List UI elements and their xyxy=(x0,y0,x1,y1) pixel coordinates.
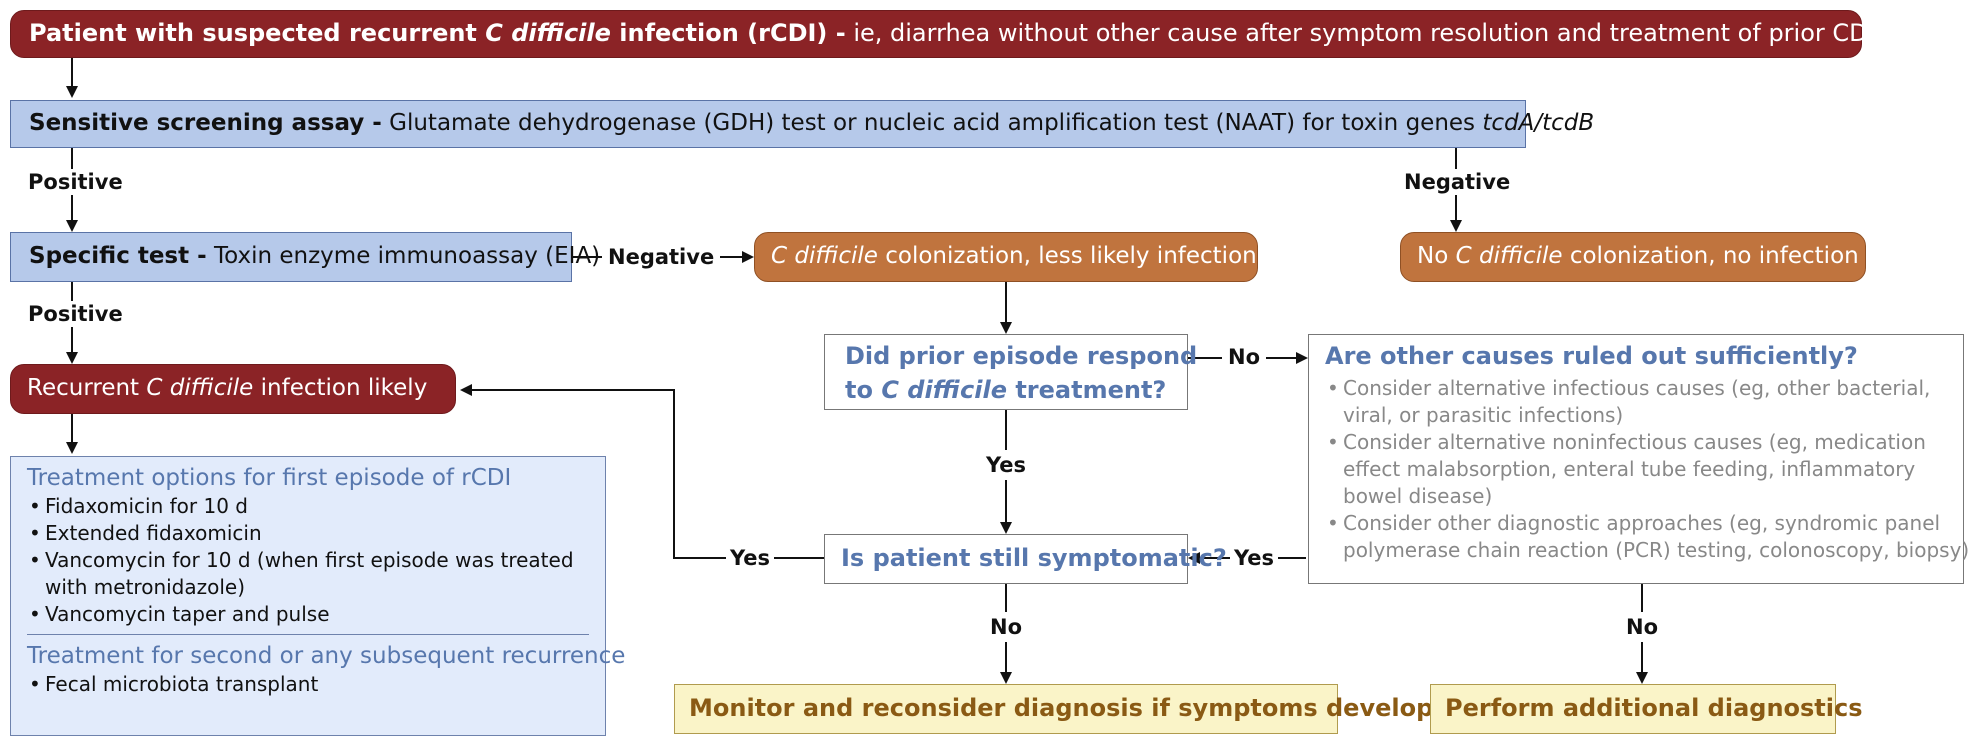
treatment-item: Vancomycin for 10 d (when first episode … xyxy=(45,548,574,572)
still-symptomatic-question-box: Is patient still symptomatic? xyxy=(824,534,1227,584)
label-yes-prior: Yes xyxy=(986,450,1027,480)
list-item: •Fecal microbiota transplant xyxy=(29,672,319,696)
monitor-box: Monitor and reconsider diagnosis if symp… xyxy=(674,684,1433,734)
prior-q-line2-suffix: treatment? xyxy=(1006,376,1167,404)
no-colonization-box: No C difficile colonization, no infectio… xyxy=(1400,232,1866,282)
label-yes-symptomatic: Yes xyxy=(726,545,775,571)
top-bold-italic: C difficile xyxy=(485,19,611,47)
treatment-title-second: Treatment for second or any subsequent r… xyxy=(27,643,626,669)
symptomatic-q-text: Is patient still symptomatic? xyxy=(841,544,1227,572)
treatment-options-box: Treatment options for first episode of r… xyxy=(10,456,626,736)
specific-text: Toxin enzyme immunoassay (EIA) xyxy=(206,243,601,269)
label-positive-screening: Positive xyxy=(28,169,123,195)
bullet-line: Consider alternative noninfectious cause… xyxy=(1343,430,1926,454)
treatment-list-first: •Fidaxomicin for 10 d •Extended fidaxomi… xyxy=(27,493,589,628)
label-negative-specific: Negative xyxy=(602,244,721,270)
treatment-title-first: Treatment options for first episode of r… xyxy=(27,465,512,491)
other-causes-box: Are other causes ruled out sufficiently?… xyxy=(1308,334,1968,584)
recurrent-prefix: Recurrent xyxy=(27,375,147,401)
colonization-box: C difficile colonization, less likely in… xyxy=(754,232,1258,282)
list-item: •Fidaxomicin for 10 d xyxy=(29,494,248,518)
prior-episode-question-box: Did prior episode respond to C difficile… xyxy=(824,334,1198,410)
colonization-italic: C difficile xyxy=(771,243,878,269)
recurrent-italic: C difficile xyxy=(146,375,254,401)
no-colonization-text: colonization, no infection xyxy=(1562,243,1859,269)
bullet-line: bowel disease) xyxy=(1343,484,1493,508)
top-bold-prefix: Patient with suspected recurrent xyxy=(29,19,486,47)
screening-assay-box: Sensitive screening assay - Glutamate de… xyxy=(10,100,1594,148)
list-item: •Vancomycin for 10 d (when first episode… xyxy=(29,548,574,599)
label-no-prior: No xyxy=(1222,344,1267,370)
label-yes-other-causes: Yes xyxy=(1230,545,1279,571)
other-causes-list: •Consider alternative infectious causes … xyxy=(1325,375,1968,564)
screening-italic: tcdA/tcdB xyxy=(1482,110,1595,136)
no-colonization-prefix: No xyxy=(1417,243,1456,269)
label-no-other-causes: No xyxy=(1626,612,1659,642)
prior-q-italic: C difficile xyxy=(881,376,1007,404)
label-negative-screening: Negative xyxy=(1404,169,1511,195)
treatment-item: Vancomycin taper and pulse xyxy=(45,602,330,626)
top-bold-suffix: infection (rCDI) - xyxy=(610,19,846,47)
perform-text: Perform additional diagnostics xyxy=(1445,694,1863,722)
treatment-item: Fecal microbiota transplant xyxy=(45,672,319,696)
list-item: •Consider other diagnostic approaches (e… xyxy=(1327,511,1968,562)
treatment-item: Extended fidaxomicin xyxy=(45,521,262,545)
screening-bold: Sensitive screening assay - xyxy=(29,110,382,136)
list-item: •Consider alternative infectious causes … xyxy=(1327,376,1931,427)
recurrent-likely-box: Recurrent C difficile infection likely xyxy=(10,364,456,414)
prior-q-line2: to C difficile treatment? xyxy=(845,373,1167,407)
suspected-rcdi-box: Patient with suspected recurrent C diffi… xyxy=(10,10,1968,58)
treatment-list-second: •Fecal microbiota transplant xyxy=(27,671,589,698)
bullet-line: Consider alternative infectious causes (… xyxy=(1343,376,1931,400)
perform-diagnostics-box: Perform additional diagnostics xyxy=(1430,684,1863,734)
label-positive-specific: Positive xyxy=(28,301,123,327)
prior-q-line2-prefix: to xyxy=(845,376,882,404)
label-no-symptomatic: No xyxy=(990,612,1023,642)
monitor-text: Monitor and reconsider diagnosis if symp… xyxy=(689,694,1434,722)
treatment-divider xyxy=(27,634,589,635)
list-item: •Consider alternative noninfectious caus… xyxy=(1327,430,1926,508)
top-rest: ie, diarrhea without other cause after s… xyxy=(845,19,1968,47)
bullet-line: Consider other diagnostic approaches (eg… xyxy=(1343,511,1941,535)
specific-test-box: Specific test - Toxin enzyme immunoassay… xyxy=(10,232,600,282)
colonization-text: colonization, less likely infection xyxy=(877,243,1257,269)
list-item: •Vancomycin taper and pulse xyxy=(29,602,330,626)
bullet-line: viral, or parasitic infections) xyxy=(1343,403,1624,427)
treatment-item: with metronidazole) xyxy=(45,575,246,599)
bullet-line: effect malabsorption, enteral tube feedi… xyxy=(1343,457,1916,481)
specific-bold: Specific test - xyxy=(29,243,207,269)
treatment-item: Fidaxomicin for 10 d xyxy=(45,494,248,518)
no-colonization-italic: C difficile xyxy=(1455,243,1563,269)
other-causes-title: Are other causes ruled out sufficiently? xyxy=(1325,342,1858,370)
list-item: •Extended fidaxomicin xyxy=(29,521,262,545)
prior-q-line1: Did prior episode respond xyxy=(845,342,1198,370)
recurrent-text: infection likely xyxy=(253,375,428,401)
bullet-line: polymerase chain reaction (PCR) testing,… xyxy=(1343,538,1968,562)
screening-text: Glutamate dehydrogenase (GDH) test or nu… xyxy=(381,110,1483,136)
